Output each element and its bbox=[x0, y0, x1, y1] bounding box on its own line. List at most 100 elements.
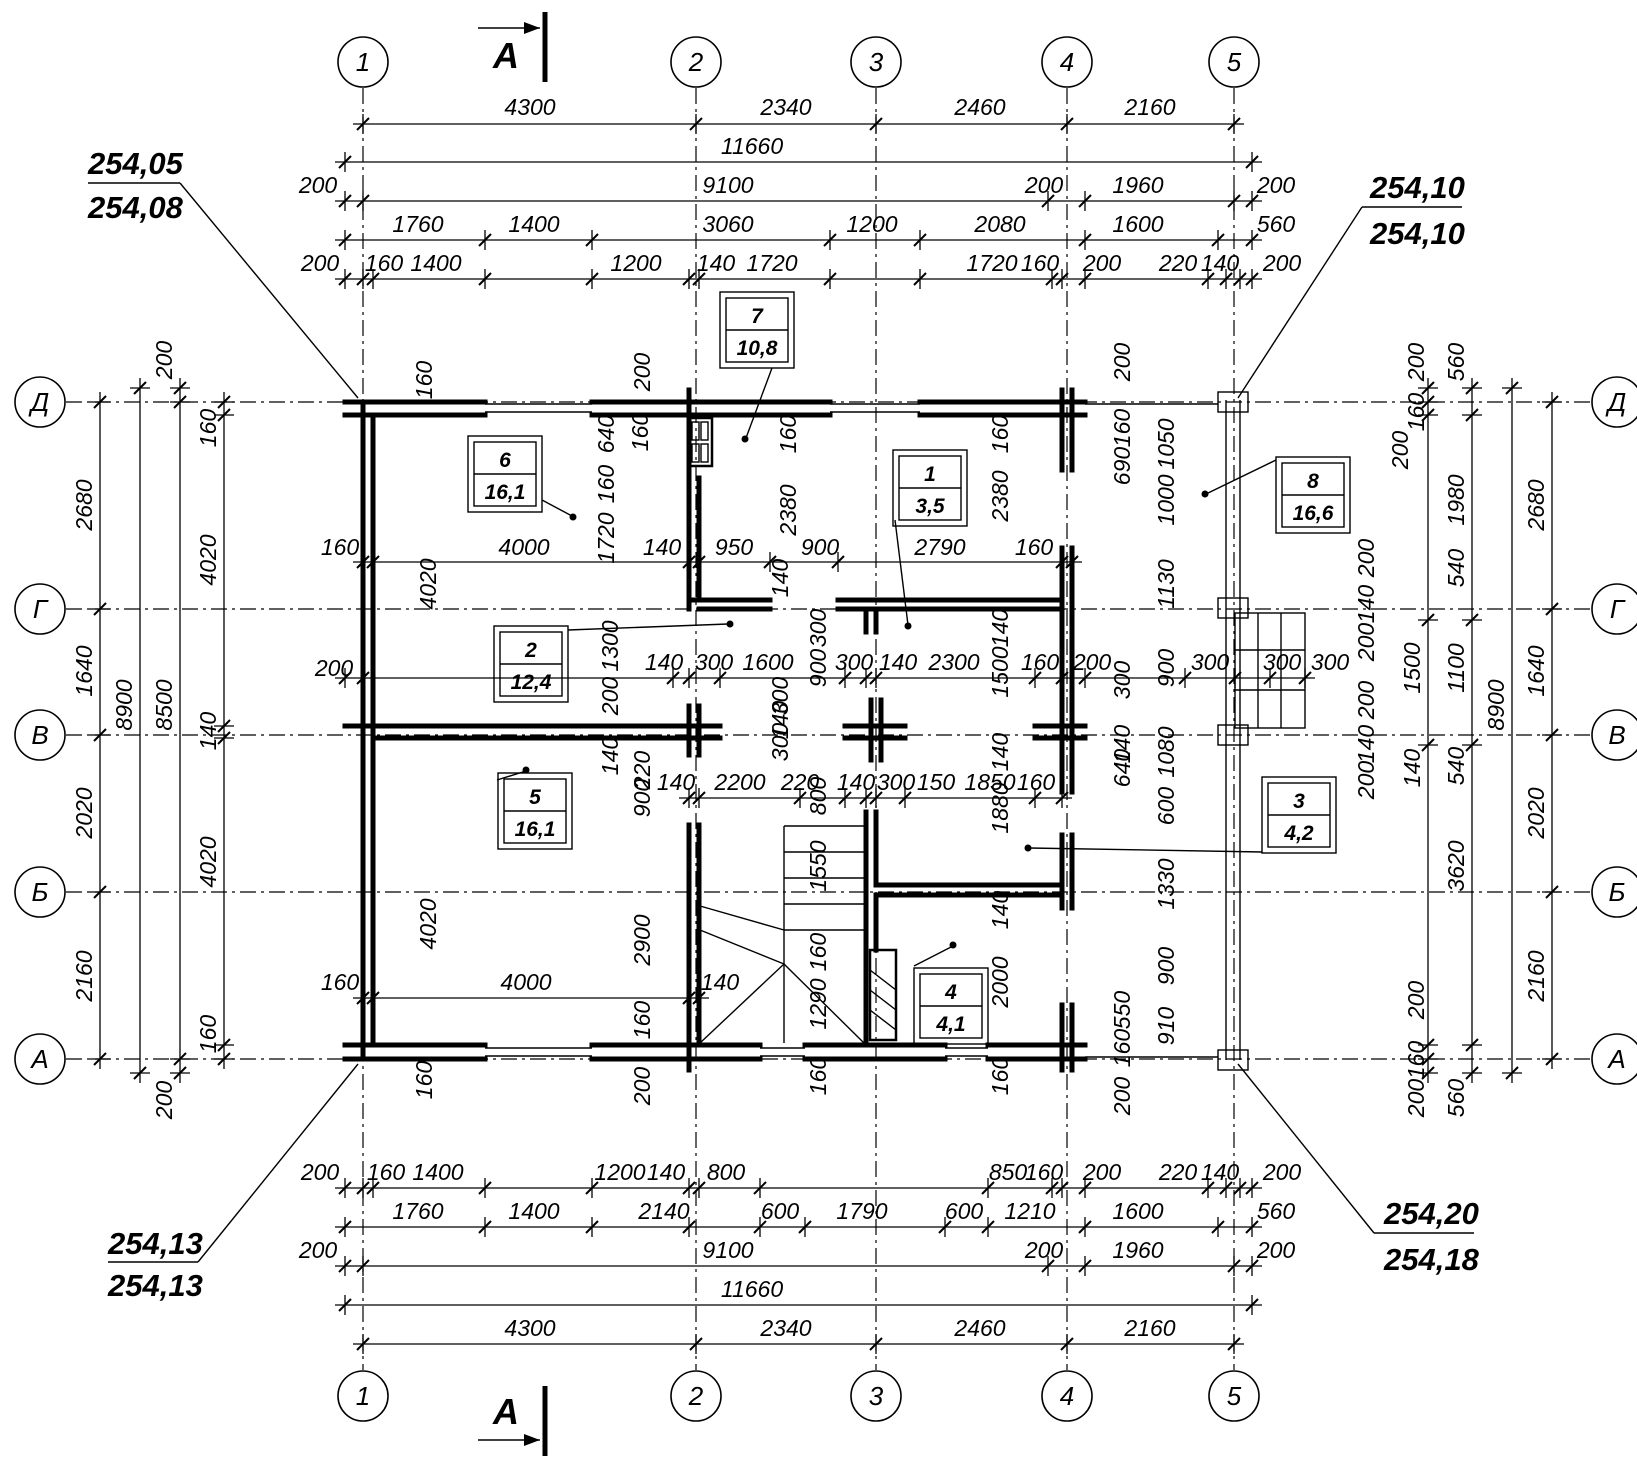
svg-text:160: 160 bbox=[593, 465, 619, 504]
svg-text:160: 160 bbox=[411, 1061, 437, 1100]
dims-top: 4300 2340 2460 2160 11660 200 9100 200 1… bbox=[298, 94, 1302, 276]
axis-bubbles-bottom: 1 2 3 4 5 bbox=[337, 1370, 1260, 1422]
svg-text:200: 200 bbox=[629, 353, 655, 393]
svg-text:254,13: 254,13 bbox=[107, 1268, 203, 1303]
svg-text:550: 550 bbox=[1109, 991, 1135, 1030]
svg-text:1330: 1330 bbox=[1153, 858, 1179, 909]
svg-text:1980: 1980 bbox=[1443, 474, 1469, 525]
svg-text:140: 140 bbox=[657, 769, 696, 795]
svg-text:4,1: 4,1 bbox=[935, 1013, 965, 1036]
svg-text:200: 200 bbox=[1082, 250, 1122, 276]
svg-text:1290: 1290 bbox=[805, 978, 831, 1029]
svg-text:200: 200 bbox=[300, 1159, 340, 1185]
svg-text:160: 160 bbox=[1017, 769, 1056, 795]
svg-text:2380: 2380 bbox=[775, 484, 801, 536]
svg-text:8: 8 bbox=[1307, 470, 1319, 493]
svg-text:160: 160 bbox=[195, 409, 221, 448]
svg-text:160: 160 bbox=[805, 933, 831, 972]
svg-text:16,6: 16,6 bbox=[1293, 502, 1334, 525]
svg-text:200: 200 bbox=[1387, 431, 1413, 471]
svg-text:540: 540 bbox=[1443, 549, 1469, 588]
dims-interior-horizontal: 160 4000 140 950 900 2790 160 200 140 30… bbox=[314, 534, 1350, 995]
svg-text:200: 200 bbox=[1256, 172, 1296, 198]
svg-text:4020: 4020 bbox=[415, 558, 441, 609]
svg-text:2020: 2020 bbox=[71, 787, 97, 839]
svg-text:4300: 4300 bbox=[504, 1315, 555, 1341]
svg-text:640: 640 bbox=[1109, 749, 1135, 788]
svg-text:690: 690 bbox=[1109, 447, 1135, 486]
room-tag-8: 816,6 bbox=[1201, 456, 1351, 534]
elevation-bottom-right: 254,20 254,18 bbox=[1237, 1063, 1480, 1277]
svg-text:140: 140 bbox=[767, 701, 793, 740]
svg-text:160: 160 bbox=[775, 415, 801, 454]
dims-left: 2680 1640 2020 2160 8900 8500 200 160 40… bbox=[71, 341, 221, 1121]
axis-label: Г bbox=[1610, 594, 1626, 624]
axis-bubbles-left: Д Г В Б А bbox=[14, 376, 66, 1085]
svg-text:1400: 1400 bbox=[412, 1159, 463, 1185]
svg-text:200: 200 bbox=[151, 1081, 177, 1121]
axis-label: 5 bbox=[1227, 1381, 1242, 1411]
svg-text:2340: 2340 bbox=[759, 1315, 811, 1341]
svg-text:950: 950 bbox=[715, 534, 754, 560]
svg-text:2680: 2680 bbox=[71, 479, 97, 531]
axis-label: 2 bbox=[688, 47, 704, 77]
svg-text:2000: 2000 bbox=[987, 956, 1013, 1008]
axis-label: 4 bbox=[1060, 47, 1074, 77]
svg-text:220: 220 bbox=[629, 751, 655, 791]
svg-text:4020: 4020 bbox=[195, 836, 221, 887]
svg-text:160: 160 bbox=[195, 1015, 221, 1054]
axis-label: 5 bbox=[1227, 47, 1242, 77]
svg-text:1640: 1640 bbox=[71, 645, 97, 696]
svg-text:1000: 1000 bbox=[1153, 474, 1179, 525]
svg-text:160: 160 bbox=[321, 969, 360, 995]
svg-text:160: 160 bbox=[1109, 1029, 1135, 1068]
svg-text:160: 160 bbox=[1109, 409, 1135, 448]
svg-text:160: 160 bbox=[1015, 534, 1054, 560]
svg-text:600: 600 bbox=[1153, 787, 1179, 826]
axis-label: 2 bbox=[688, 1381, 704, 1411]
svg-text:4020: 4020 bbox=[415, 898, 441, 949]
svg-text:140: 140 bbox=[987, 609, 1013, 648]
svg-text:1200: 1200 bbox=[846, 211, 897, 237]
svg-text:2140: 2140 bbox=[637, 1198, 689, 1224]
svg-text:300: 300 bbox=[1311, 649, 1350, 675]
dims-bottom: 200 160 1400 1200 140 800 850 160 200 22… bbox=[298, 1159, 1302, 1341]
svg-text:254,20: 254,20 bbox=[1383, 1196, 1479, 1231]
svg-text:200: 200 bbox=[314, 655, 354, 681]
svg-text:11660: 11660 bbox=[721, 133, 783, 159]
svg-text:1720: 1720 bbox=[746, 250, 797, 276]
svg-text:140: 140 bbox=[1201, 250, 1240, 276]
svg-text:160: 160 bbox=[805, 1057, 831, 1096]
svg-text:200: 200 bbox=[597, 677, 623, 717]
svg-text:1400: 1400 bbox=[410, 250, 461, 276]
svg-text:8500: 8500 bbox=[151, 679, 177, 730]
svg-text:8900: 8900 bbox=[1483, 679, 1509, 730]
axis-label: Б bbox=[32, 877, 49, 907]
axis-label: В bbox=[1608, 720, 1625, 750]
svg-text:200: 200 bbox=[1403, 343, 1429, 383]
svg-text:140: 140 bbox=[643, 534, 682, 560]
svg-text:200: 200 bbox=[1403, 1079, 1429, 1119]
svg-text:200: 200 bbox=[1353, 681, 1379, 721]
svg-text:140: 140 bbox=[1399, 749, 1425, 788]
svg-text:4300: 4300 bbox=[504, 94, 555, 120]
svg-text:900: 900 bbox=[629, 779, 655, 818]
svg-text:900: 900 bbox=[801, 534, 840, 560]
section-mark-top: А bbox=[478, 12, 548, 82]
svg-text:1850: 1850 bbox=[964, 769, 1015, 795]
svg-text:300: 300 bbox=[877, 769, 916, 795]
svg-text:2460: 2460 bbox=[953, 1315, 1005, 1341]
svg-text:1760: 1760 bbox=[392, 211, 443, 237]
svg-text:1210: 1210 bbox=[1004, 1198, 1055, 1224]
svg-text:4,2: 4,2 bbox=[1283, 822, 1314, 845]
svg-text:1600: 1600 bbox=[1112, 211, 1163, 237]
svg-text:160: 160 bbox=[1403, 393, 1429, 432]
svg-text:3: 3 bbox=[1293, 790, 1305, 813]
svg-text:4000: 4000 bbox=[500, 969, 551, 995]
svg-text:900: 900 bbox=[1153, 947, 1179, 986]
svg-text:160: 160 bbox=[1403, 1041, 1429, 1080]
svg-text:140: 140 bbox=[1109, 725, 1135, 764]
svg-text:220: 220 bbox=[1158, 1159, 1198, 1185]
svg-text:254,05: 254,05 bbox=[87, 146, 184, 181]
svg-text:200: 200 bbox=[1109, 343, 1135, 383]
